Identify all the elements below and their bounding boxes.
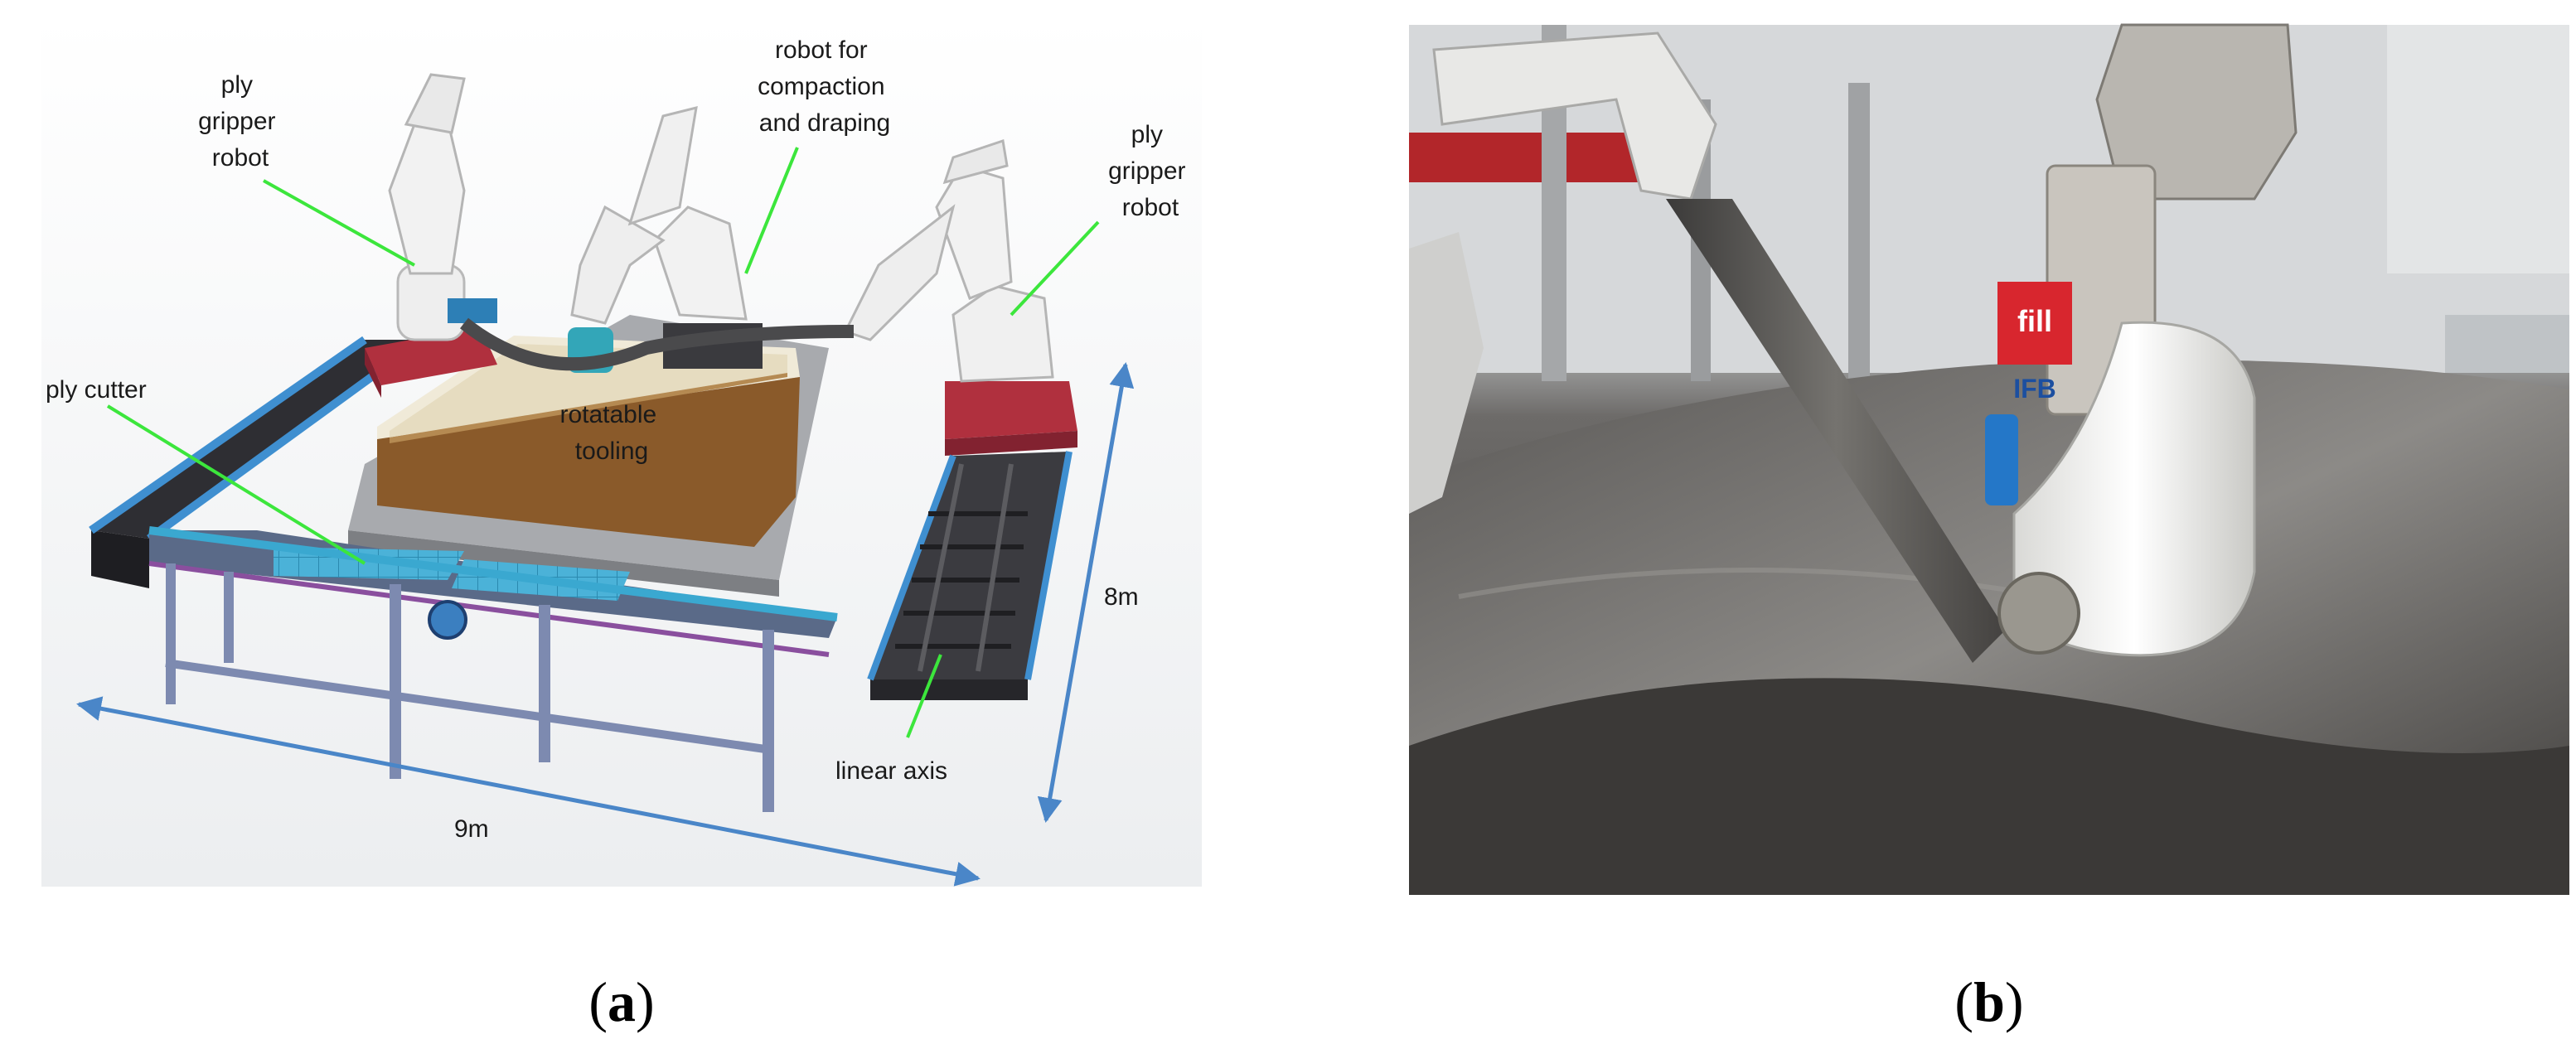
label-robot-compaction: robot for compaction and draping [758, 36, 892, 137]
label-linear-axis: linear axis [835, 757, 947, 785]
right-linear-axis [867, 451, 1073, 700]
label-dim-9m: 9m [454, 815, 489, 843]
panel-b-photo: fill IFB (b) [1409, 23, 2569, 1033]
label-ply-gripper-robot-left: ply gripper robot [198, 71, 283, 172]
robot-base-right [945, 381, 1077, 456]
label-rotatable-tooling: rotatable tooling [559, 401, 663, 465]
end-effector: fill IFB [1985, 23, 2298, 657]
dimension-arrow-8m [1037, 362, 1135, 823]
panel-a-rendering: ply gripper robot robot for compaction a… [41, 17, 1202, 1033]
leader-lines [106, 147, 1100, 738]
label-ply-gripper-robot-right: ply gripper robot [1108, 121, 1193, 221]
robot-base-left [365, 327, 497, 398]
label-ply-cutter: ply cutter [46, 376, 147, 404]
logo-ifb: IFB [2013, 374, 2056, 404]
ply-gripper-robot-right [843, 139, 1054, 383]
ply-gripper-robot-left [388, 73, 497, 341]
dimension-arrow-9m [76, 696, 981, 887]
caption-b: (b) [1954, 970, 2023, 1033]
label-dim-8m: 8m [1104, 583, 1139, 611]
caption-a: (a) [588, 970, 654, 1033]
left-linear-axis [89, 336, 425, 588]
logo-fill: fill [2017, 304, 2052, 338]
